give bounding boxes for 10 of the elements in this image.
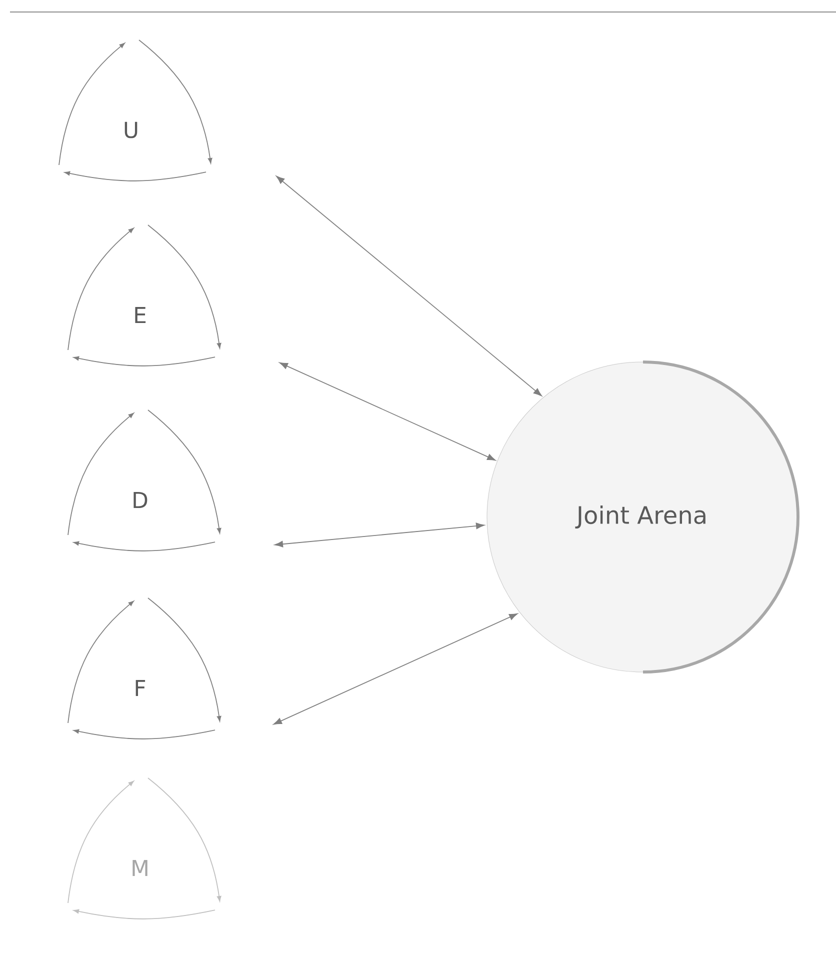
letter-label: U <box>124 122 138 138</box>
double-arrow <box>274 522 484 548</box>
double-arrow <box>276 176 542 396</box>
letter-label: M <box>132 860 148 876</box>
letter-label: F <box>136 680 146 696</box>
double-arrow <box>273 613 518 725</box>
double-arrow <box>279 362 496 461</box>
letter-label: E <box>135 306 146 324</box>
circle-node: Joint Arena <box>486 360 800 674</box>
letter-label: D <box>134 492 148 508</box>
